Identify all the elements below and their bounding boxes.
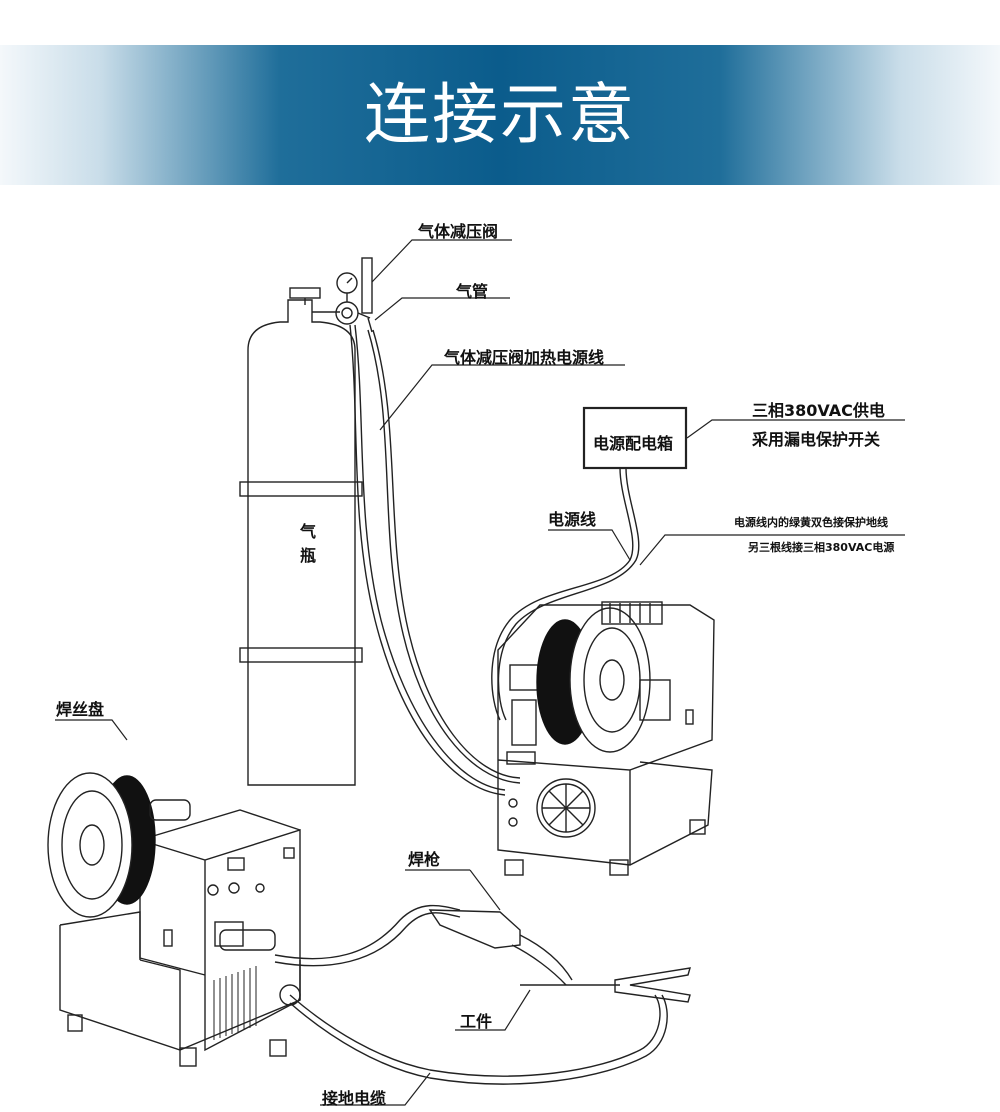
gas-regulator-label: 气体减压阀 <box>418 222 499 241</box>
gas-cylinder <box>239 287 363 786</box>
page-title: 连接示意 <box>364 76 636 153</box>
ground-cable-label: 接地电缆 <box>322 1089 387 1108</box>
welding-torch <box>428 909 573 986</box>
leader-lines <box>55 239 905 1106</box>
heater-cable <box>349 324 506 796</box>
title-banner: 连接示意 <box>0 45 1000 185</box>
power-cable-label: 电源线 <box>548 510 597 529</box>
ground-note-1: 电源线内的绿黄双色接保护地线 <box>734 516 888 529</box>
torch-label: 焊枪 <box>408 850 441 869</box>
cylinder-label-2: 瓶 <box>300 546 317 565</box>
cylinder-label-1: 气 <box>300 522 317 541</box>
distribution-box-label: 电源配电箱 <box>593 434 674 453</box>
workpiece-label: 工件 <box>460 1012 493 1031</box>
wire-feeder-machine <box>497 601 715 876</box>
gas-hose-label: 气管 <box>456 282 489 301</box>
wire-spool-label: 焊丝盘 <box>56 700 105 719</box>
heater-cable-label: 气体减压阀加热电源线 <box>444 348 605 367</box>
gas-regulator <box>335 257 373 333</box>
supply-label-2: 采用漏电保护开关 <box>752 430 881 449</box>
torch-cable <box>274 904 461 967</box>
workpiece <box>520 967 691 1003</box>
supply-label-1: 三相380VAC供电 <box>752 401 885 420</box>
distribution-box <box>491 406 688 721</box>
ground-note-2: 另三根线接三相380VAC电源 <box>748 541 895 554</box>
ground-cable <box>289 994 668 1085</box>
welder-machine <box>47 772 301 1067</box>
gas-hose <box>367 329 521 784</box>
